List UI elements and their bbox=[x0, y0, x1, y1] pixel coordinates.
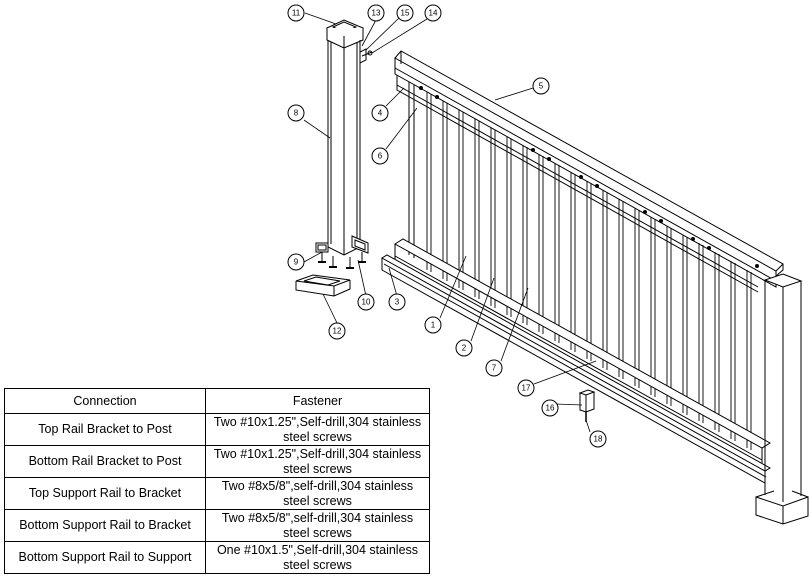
fastener-cell: Two #8x5/8",self-drill,304 stainless ste… bbox=[205, 477, 430, 510]
table-row: Bottom Support Rail to Support One #10x1… bbox=[4, 541, 430, 574]
post-skirt bbox=[295, 274, 351, 297]
rail-assembly bbox=[381, 50, 809, 525]
callout-label: 4 bbox=[378, 109, 383, 118]
callout-label: 3 bbox=[395, 298, 400, 307]
callout-label: 13 bbox=[372, 9, 381, 18]
table-row: Top Support Rail to Bracket Two #8x5/8",… bbox=[4, 477, 430, 510]
callout-label: 16 bbox=[546, 404, 555, 413]
rail-support-block bbox=[578, 389, 596, 422]
callout-label: 12 bbox=[333, 327, 342, 336]
fastener-cell: One #10x1.5",Self-drill,304 stainless st… bbox=[205, 541, 430, 574]
connection-cell: Top Rail Bracket to Post bbox=[4, 413, 206, 446]
table-row: Bottom Support Rail to Bracket Two #8x5/… bbox=[4, 509, 430, 542]
callout-label: 9 bbox=[294, 258, 299, 267]
callout-label: 14 bbox=[429, 9, 438, 18]
table-row: Bottom Rail Bracket to Post Two #10x1.25… bbox=[4, 445, 430, 478]
fastener-cell: Two #10x1.25",Self-drill,304 stainless s… bbox=[205, 413, 430, 446]
table-header-row: Connection Fastener bbox=[4, 388, 430, 414]
fastener-table: Connection Fastener Top Rail Bracket to … bbox=[4, 388, 430, 574]
fastener-cell: Two #10x1.25",Self-drill,304 stainless s… bbox=[205, 445, 430, 478]
callout-label: 8 bbox=[294, 109, 299, 118]
callout-label: 2 bbox=[462, 344, 467, 353]
callout-circles bbox=[287, 4, 607, 448]
column-header-connection: Connection bbox=[4, 388, 206, 414]
connection-cell: Bottom Support Rail to Support bbox=[4, 541, 206, 574]
callout-label: 10 bbox=[362, 298, 371, 307]
post-base-brackets bbox=[315, 235, 369, 269]
connection-cell: Bottom Support Rail to Bracket bbox=[4, 509, 206, 542]
callout-label: 18 bbox=[594, 435, 603, 444]
callout-labels: 11 13 15 14 5 8 4 6 9 10 3 12 1 2 7 17 1… bbox=[292, 9, 603, 444]
callout-label: 7 bbox=[492, 364, 497, 373]
callout-label: 17 bbox=[522, 384, 531, 393]
callout-label: 15 bbox=[401, 9, 410, 18]
post-top-bracket bbox=[359, 48, 373, 64]
callout-label: 5 bbox=[539, 82, 544, 91]
column-header-fastener: Fastener bbox=[205, 388, 430, 414]
callout-label: 6 bbox=[378, 152, 383, 161]
callout-label: 1 bbox=[431, 321, 436, 330]
table-row: Top Rail Bracket to Post Two #10x1.25",S… bbox=[4, 413, 430, 446]
connection-cell: Bottom Rail Bracket to Post bbox=[4, 445, 206, 478]
post bbox=[325, 19, 365, 256]
fastener-cell: Two #8x5/8",self-drill,304 stainless ste… bbox=[205, 509, 430, 542]
callout-label: 11 bbox=[292, 9, 301, 18]
connection-cell: Top Support Rail to Bracket bbox=[4, 477, 206, 510]
